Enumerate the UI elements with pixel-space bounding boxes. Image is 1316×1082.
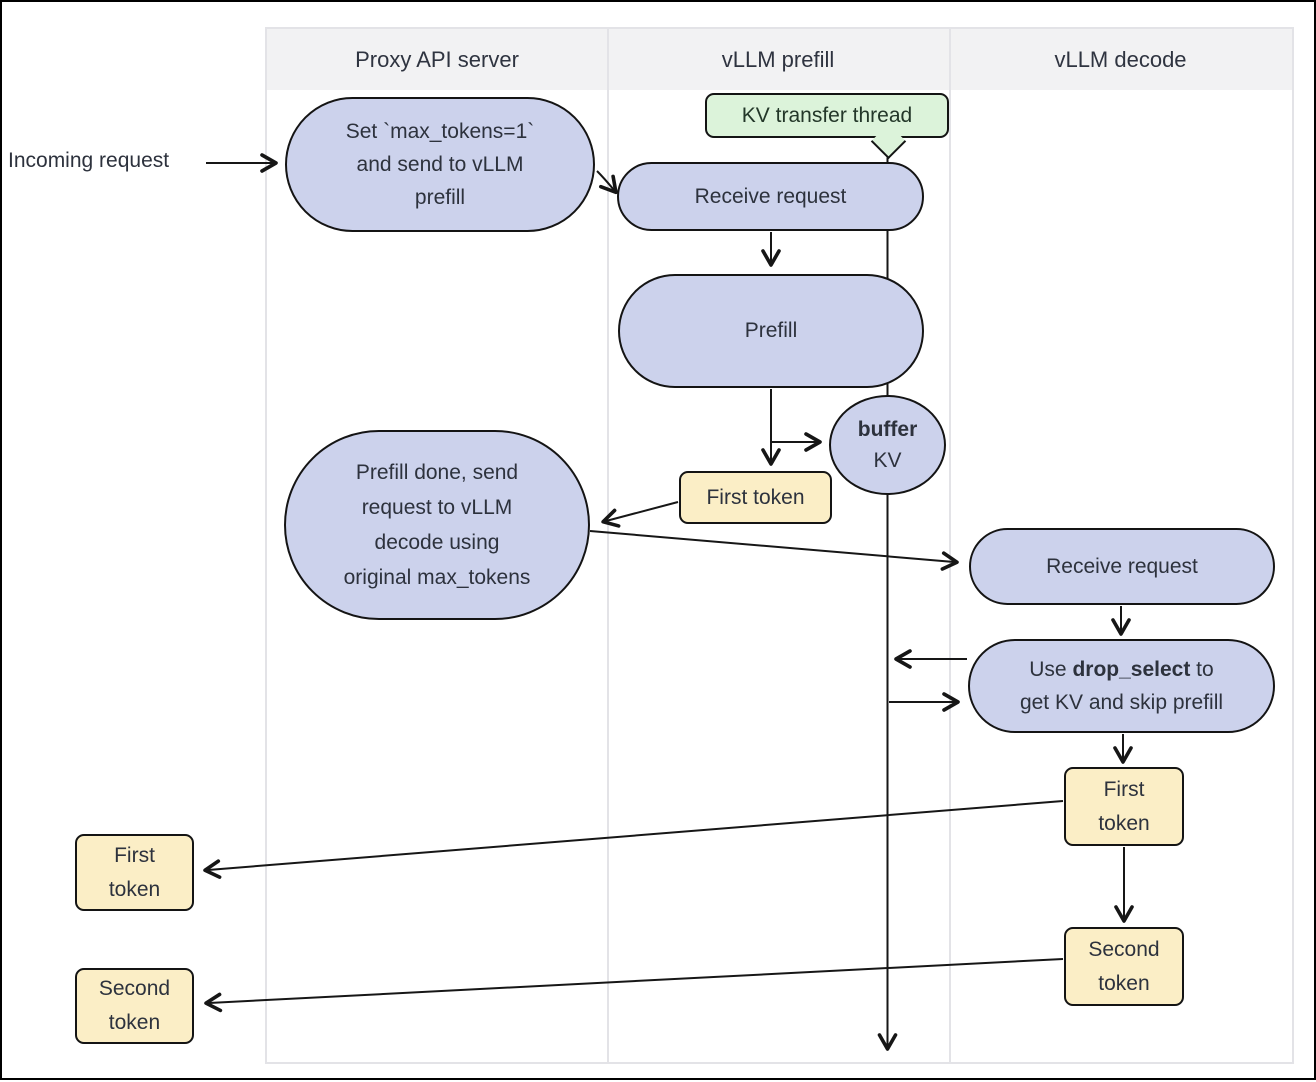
lane-divider-2 <box>949 29 951 1062</box>
drop-select-pre-text: Use <box>1029 658 1073 681</box>
node-buffer-kv: buffer KV <box>829 395 946 495</box>
buffer-kv-rest-text: KV <box>873 449 902 472</box>
node-prefill: Prefill <box>618 274 924 388</box>
lane-divider-1 <box>607 29 609 1062</box>
node-first-token-prefill: First token <box>679 471 832 524</box>
node-second-token-decode: Second token <box>1064 927 1184 1006</box>
node-first-token-client: First token <box>75 834 194 911</box>
edge-first-token-to-prefill-done <box>601 501 679 528</box>
lane-title-prefill: vLLM prefill <box>721 46 835 72</box>
node-receive-request-prefill: Receive request <box>617 162 924 231</box>
buffer-kv-bold-text: buffer <box>857 418 918 441</box>
edge-proxy-to-receive-prefill <box>596 170 618 195</box>
node-first-token-decode: First token <box>1064 767 1184 846</box>
node-set-max-tokens: Set `max_tokens=1` and send to vLLM pref… <box>285 97 595 232</box>
lane-title-proxy: Proxy API server <box>355 46 519 72</box>
edge-prefill-done-to-receive-decode <box>589 530 959 571</box>
node-receive-request-decode: Receive request <box>969 528 1275 605</box>
lane-title-decode: vLLM decode <box>1054 46 1187 72</box>
drop-select-bold-text: drop_select <box>1072 658 1191 681</box>
node-kv-transfer-thread: KV transfer thread <box>705 93 949 138</box>
node-drop-select: Use drop_select to get KV and skip prefi… <box>968 639 1275 733</box>
lane-header-band <box>267 29 1292 90</box>
incoming-request-label: Incoming request <box>8 149 170 172</box>
drop-select-post-text: to get KV and skip prefill <box>1019 658 1224 714</box>
node-prefill-done: Prefill done, send request to vLLM decod… <box>284 430 590 620</box>
edge-second-token-to-client <box>204 958 1064 1013</box>
node-second-token-client: Second token <box>75 968 194 1044</box>
edge-first-token-to-client <box>203 800 1064 879</box>
